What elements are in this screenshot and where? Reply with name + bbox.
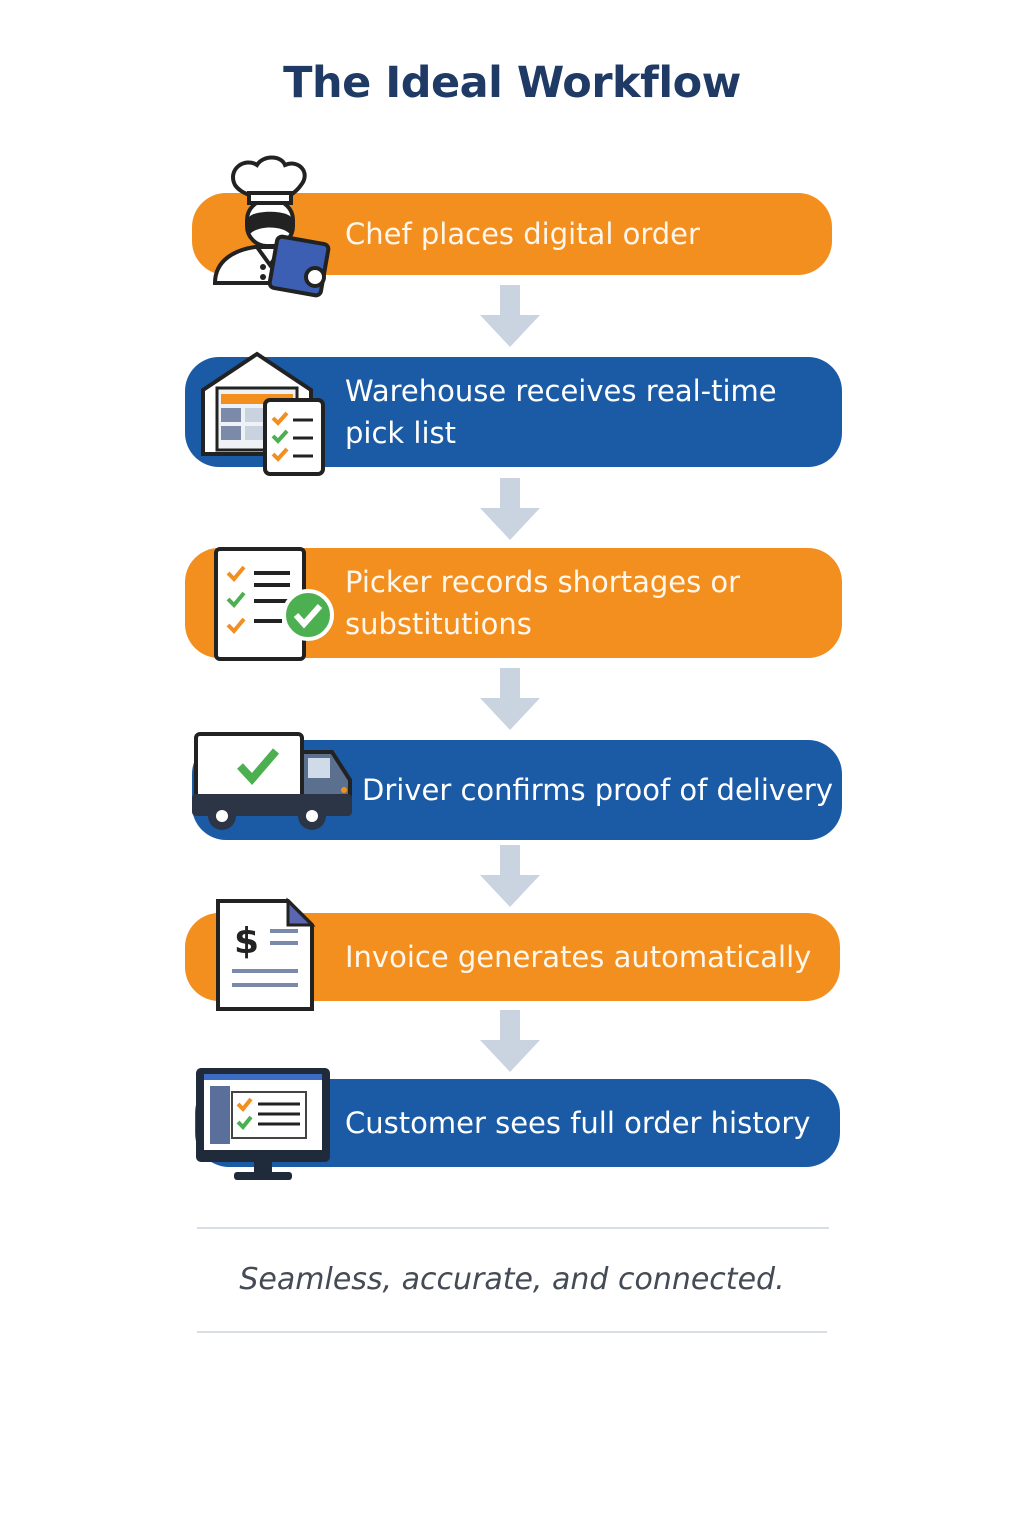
tagline: Seamless, accurate, and connected. [239, 1262, 785, 1297]
arrow-down-icon [480, 478, 540, 540]
delivery-truck-icon [192, 732, 352, 830]
svg-text:$: $ [234, 921, 259, 962]
warehouse-icon [201, 351, 325, 476]
step-5-label: Invoice generates automatically [345, 940, 812, 974]
step-1-label: Chef places digital order [345, 217, 700, 251]
divider-top [197, 1227, 829, 1229]
step-2-label: Warehouse receives real-time pick list [345, 374, 777, 450]
checklist-icon [214, 547, 334, 661]
arrow-down-icon [480, 668, 540, 730]
page-title: The Ideal Workflow [283, 58, 741, 108]
invoice-icon: $ [216, 897, 316, 1011]
computer-monitor-icon [196, 1068, 330, 1180]
step-3-label: Picker records shortages or substitution… [345, 565, 741, 641]
step-6-label: Customer sees full order history [345, 1106, 811, 1140]
arrow-down-icon [480, 1010, 540, 1072]
step-4-label: Driver confirms proof of delivery [362, 773, 834, 807]
arrow-down-icon [480, 285, 540, 347]
arrow-down-icon [480, 845, 540, 907]
divider-bottom [197, 1331, 827, 1333]
chef-icon [212, 155, 331, 298]
